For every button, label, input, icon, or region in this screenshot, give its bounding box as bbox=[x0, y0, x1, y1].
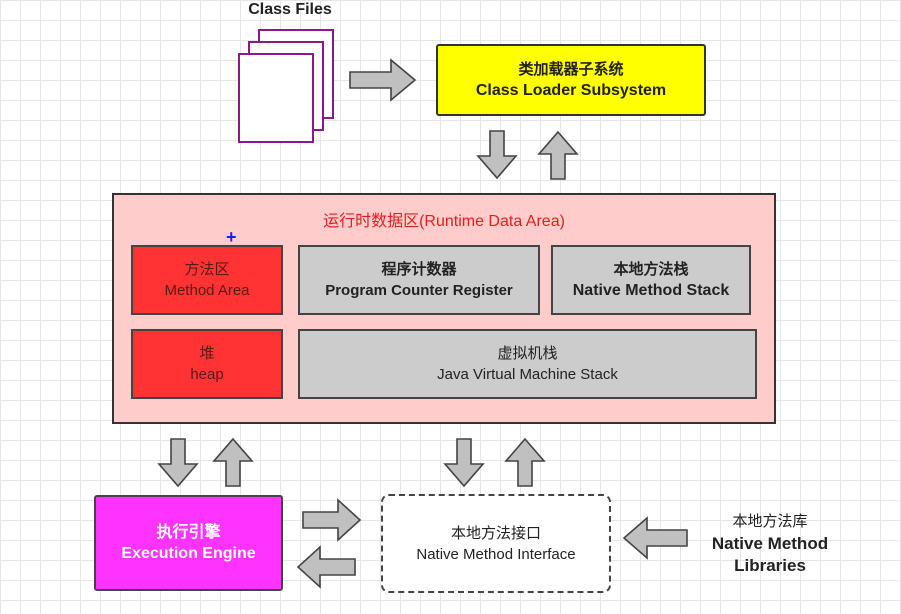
execution-engine-en: Execution Engine bbox=[121, 545, 256, 562]
native-method-stack: 本地方法栈 Native Method Stack bbox=[551, 245, 751, 315]
jvm-stack-zh: 虚拟机栈 bbox=[497, 345, 558, 362]
native-method-libraries: 本地方法库 Native Method Libraries bbox=[690, 511, 850, 577]
native-interface-en: Native Method Interface bbox=[416, 545, 576, 563]
arrow-right-icon bbox=[302, 498, 362, 542]
native-method-interface: 本地方法接口 Native Method Interface bbox=[381, 494, 611, 593]
execution-engine: 执行引擎 Execution Engine bbox=[94, 495, 283, 591]
jvm-stack: 虚拟机栈 Java Virtual Machine Stack bbox=[298, 329, 757, 399]
program-counter-register: 程序计数器 Program Counter Register bbox=[298, 245, 540, 315]
native-libraries-zh: 本地方法库 bbox=[732, 513, 808, 530]
heap: 堆 heap bbox=[131, 329, 283, 399]
class-loader-en: Class Loader Subsystem bbox=[475, 82, 667, 99]
class-loader-zh: 类加载器子系统 bbox=[518, 61, 624, 78]
arrow-up-icon bbox=[537, 130, 579, 180]
heap-zh: 堆 bbox=[199, 345, 215, 362]
class-loader-subsystem: 类加载器子系统 Class Loader Subsystem bbox=[436, 44, 706, 116]
pc-register-en: Program Counter Register bbox=[325, 282, 513, 299]
arrow-up-icon bbox=[504, 437, 546, 487]
native-stack-zh: 本地方法栈 bbox=[613, 261, 689, 278]
native-libraries-en-line2: Libraries bbox=[734, 556, 806, 575]
arrow-down-icon bbox=[157, 438, 199, 488]
arrow-down-icon bbox=[476, 130, 518, 180]
pc-register-zh: 程序计数器 bbox=[381, 261, 457, 278]
method-area-zh: 方法区 bbox=[184, 261, 230, 278]
arrow-left-icon bbox=[622, 516, 688, 560]
method-area: 方法区 Method Area bbox=[131, 245, 283, 315]
arrow-left-icon bbox=[296, 545, 356, 589]
arrow-down-icon bbox=[443, 438, 485, 488]
method-area-en: Method Area bbox=[164, 282, 250, 299]
runtime-data-area-title: 运行时数据区(Runtime Data Area) bbox=[323, 213, 565, 230]
class-files-label: Class Files bbox=[248, 1, 332, 18]
class-file-page-1 bbox=[238, 53, 314, 143]
heap-en: heap bbox=[190, 366, 224, 383]
execution-engine-zh: 执行引擎 bbox=[156, 524, 221, 541]
native-libraries-en-line1: Native Method bbox=[711, 534, 829, 553]
native-stack-en: Native Method Stack bbox=[572, 282, 730, 299]
cursor-crosshair-icon: + bbox=[226, 227, 237, 247]
jvm-stack-en: Java Virtual Machine Stack bbox=[437, 366, 618, 383]
native-interface-zh: 本地方法接口 bbox=[450, 524, 541, 542]
arrow-right-icon bbox=[349, 58, 417, 102]
arrow-up-icon bbox=[212, 437, 254, 487]
